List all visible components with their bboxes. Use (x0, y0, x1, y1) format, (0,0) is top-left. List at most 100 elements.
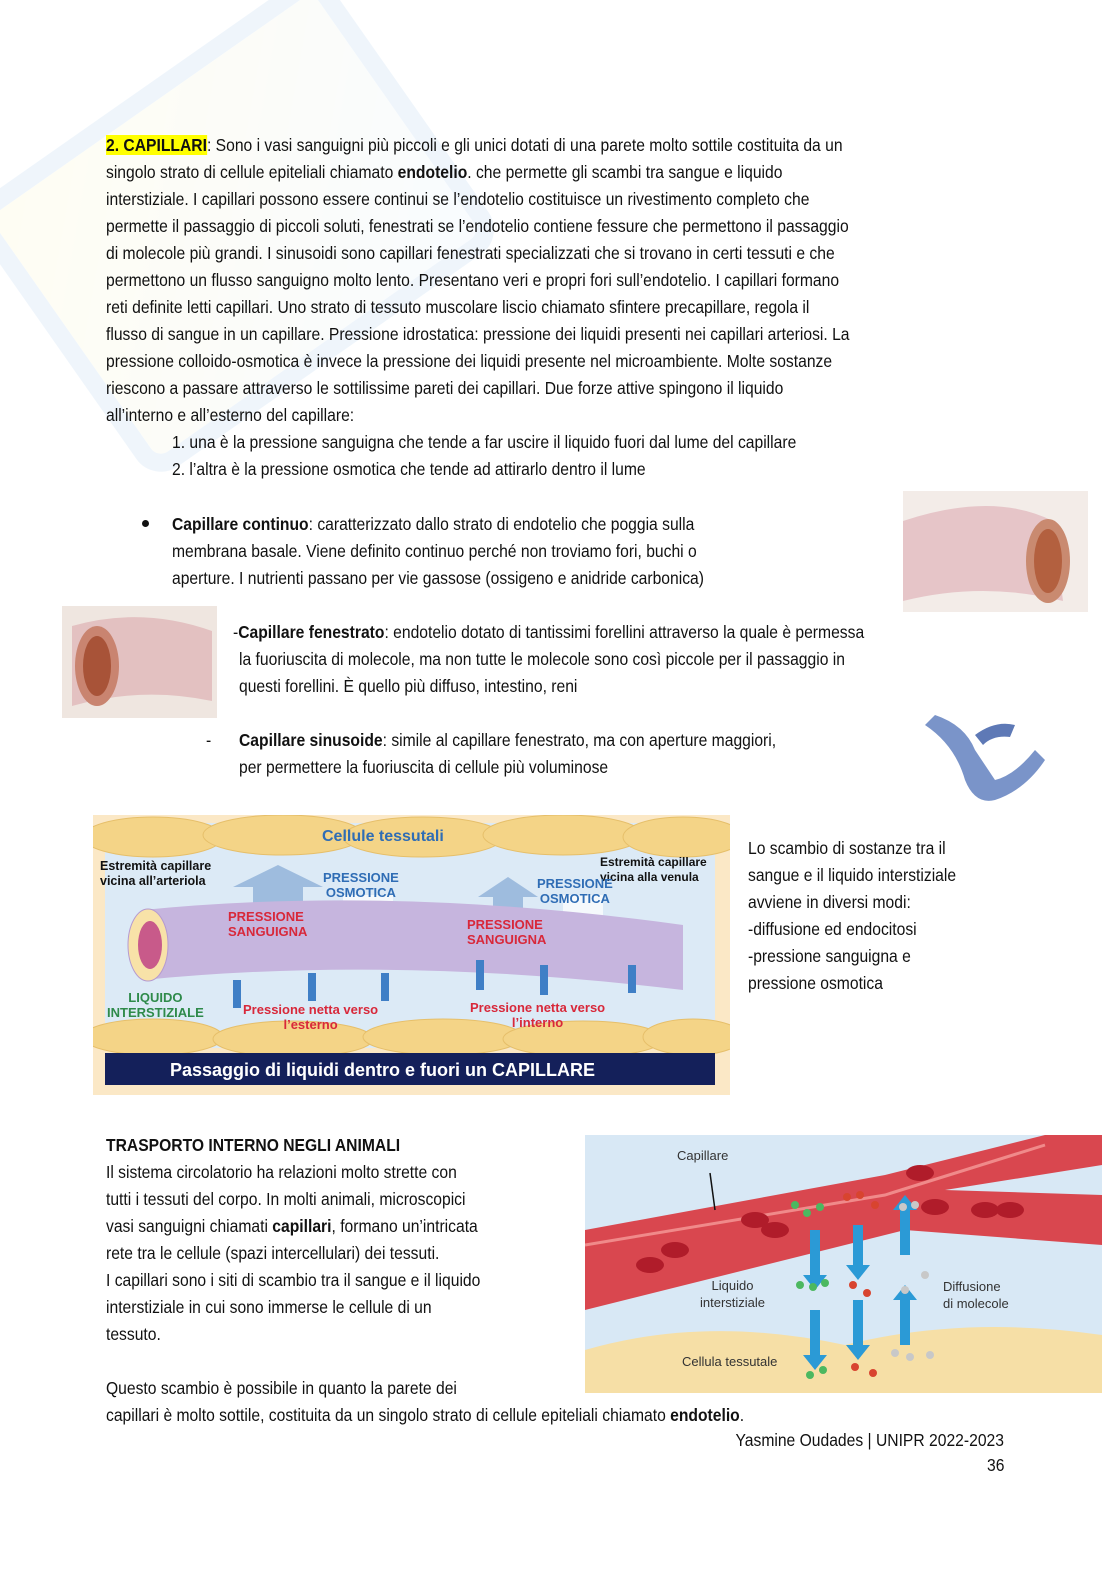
bold-term: endotelio (670, 1405, 740, 1425)
intro-line: permettono un flusso sanguigno molto len… (106, 270, 840, 290)
text: : Sono i vasi sanguigni più piccoli e gl… (206, 135, 843, 155)
section-heading: 2. CAPILLARI (106, 135, 207, 155)
text-line: interstiziale in cui sono immerse le cel… (106, 1297, 432, 1317)
type-line: Capillare sinusoide: simile al capillare… (239, 729, 776, 751)
type-line: membrana basale. Viene definito continuo… (172, 541, 697, 561)
side-text-line: Lo scambio di sostanze tra il (748, 838, 946, 858)
text: vicina all’arteriola (100, 874, 206, 888)
text: singolo strato di cellule epiteliali chi… (106, 162, 398, 182)
text: di molecole (943, 1296, 1009, 1311)
text: Pressione netta verso (243, 1002, 379, 1017)
text: . che permette gli scambi tra sangue e l… (467, 162, 783, 182)
intro-line: singolo strato di cellule epiteliali chi… (106, 161, 782, 183)
text-line: Questo scambio è possibile in quanto la … (106, 1378, 457, 1398)
text: PRESSIONE (537, 876, 613, 891)
fig1-caption: Passaggio di liquidi dentro e fuori un C… (170, 1060, 596, 1080)
list-item: 2. l’altra è la pressione osmotica che t… (172, 459, 646, 479)
molecule-diffusion-diagram (585, 1135, 1102, 1393)
text-line: rete tra le cellule (spazi intercellular… (106, 1243, 440, 1263)
text: . (739, 1405, 745, 1425)
type-line: -Capillare fenestrato: endotelio dotato … (233, 621, 864, 643)
text: , formano un’intricata (331, 1216, 478, 1236)
intro-line: riescono a passare attraverso le sottili… (106, 378, 784, 398)
text: vicina alla venula (600, 870, 699, 884)
text: vasi sanguigni chiamati (106, 1216, 273, 1236)
dash: - (233, 622, 239, 642)
text: : endotelio dotato di tantissimi forelli… (384, 622, 865, 642)
text: : caratterizzato dallo strato di endotel… (308, 514, 695, 534)
text: SANGUIGNA (228, 924, 308, 939)
intro-line: pressione colloido-osmotica è invece la … (106, 351, 833, 371)
intro-line: all’interno e all’esterno del capillare: (106, 405, 355, 425)
side-text-line: avviene in diversi modi: (748, 892, 911, 912)
text: Pressione netta verso (470, 1000, 606, 1015)
text: PRESSIONE (323, 870, 399, 885)
footer-author: Yasmine Oudades | UNIPR 2022-2023 (735, 1430, 1004, 1450)
fig2-label-cell: Cellula tessutale (682, 1354, 778, 1369)
side-text-line: -pressione sanguigna e (748, 946, 911, 966)
text: Estremità capillare (600, 855, 707, 869)
type-line: aperture. I nutrienti passano per vie ga… (172, 568, 704, 588)
fig2-label-capillary: Capillare (677, 1148, 729, 1163)
text: interstiziale (700, 1295, 766, 1310)
fig2-label-diffusion: Diffusione di molecole (943, 1278, 1009, 1312)
fenestrated-capillary-image (62, 606, 217, 718)
text: Estremità capillare (100, 859, 212, 873)
text-line: capillari è molto sottile, costituita da… (106, 1404, 744, 1426)
sinusoid-capillary-image (915, 705, 1050, 820)
list-item: 1. una è la pressione sanguigna che tend… (172, 432, 797, 452)
text: LIQUIDO (128, 990, 183, 1005)
dash: - (206, 730, 212, 750)
text-line: Il sistema circolatorio ha relazioni mol… (106, 1162, 457, 1182)
type-line: per permettere la fuoriuscita di cellule… (239, 757, 609, 777)
text: INTERSTIZIALE (107, 1005, 204, 1020)
text-line: I capillari sono i siti di scambio tra i… (106, 1270, 481, 1290)
intro-line: reti definite letti capillari. Uno strat… (106, 297, 810, 317)
intro-line: 2. CAPILLARI: Sono i vasi sanguigni più … (106, 134, 843, 156)
bold-term: Capillare sinusoide (239, 730, 383, 750)
text: capillari è molto sottile, costituita da… (106, 1405, 671, 1425)
text: OSMOTICA (539, 891, 610, 906)
intro-line: flusso di sangue in un capillare. Pressi… (106, 324, 850, 344)
text: SANGUIGNA (467, 932, 547, 947)
text: Diffusione (943, 1279, 1001, 1294)
bold-term: Capillare fenestrato (238, 622, 385, 642)
type-line: Capillare continuo: caratterizzato dallo… (172, 513, 694, 535)
text-line: tutti i tessuti del corpo. In molti anim… (106, 1189, 466, 1209)
continuous-capillary-image (903, 491, 1088, 612)
side-text-line: sangue e il liquido interstiziale (748, 865, 957, 885)
text: PRESSIONE (467, 917, 543, 932)
bullet-icon (142, 520, 149, 527)
text: OSMOTICA (325, 885, 396, 900)
text-line: tessuto. (106, 1324, 161, 1344)
text: PRESSIONE (228, 909, 304, 924)
intro-line: permette il passaggio di piccoli soluti,… (106, 216, 849, 236)
section-heading: TRASPORTO INTERNO NEGLI ANIMALI (106, 1135, 401, 1155)
page-number: 36 (986, 1455, 1004, 1475)
type-line: questi forellini. È quello più diffuso, … (239, 676, 578, 696)
fig1-label-cells: Cellule tessutali (322, 828, 444, 845)
bold-term: Capillare continuo (172, 514, 309, 534)
side-text-line: -diffusione ed endocitosi (748, 919, 917, 939)
intro-line: di molecole più grandi. I sinusoidi sono… (106, 243, 835, 263)
side-text-line: pressione osmotica (748, 973, 883, 993)
type-line: la fuoriuscita di molecole, ma non tutte… (239, 649, 845, 669)
bold-term: endotelio (397, 162, 468, 182)
bold-term: capillari (272, 1216, 332, 1236)
text-line: vasi sanguigni chiamati capillari, forma… (106, 1215, 478, 1237)
text: : simile al capillare fenestrato, ma con… (382, 730, 777, 750)
text: l’esterno (283, 1017, 338, 1032)
capillary-pressure-diagram (93, 815, 730, 1095)
text: l’interno (511, 1015, 564, 1030)
